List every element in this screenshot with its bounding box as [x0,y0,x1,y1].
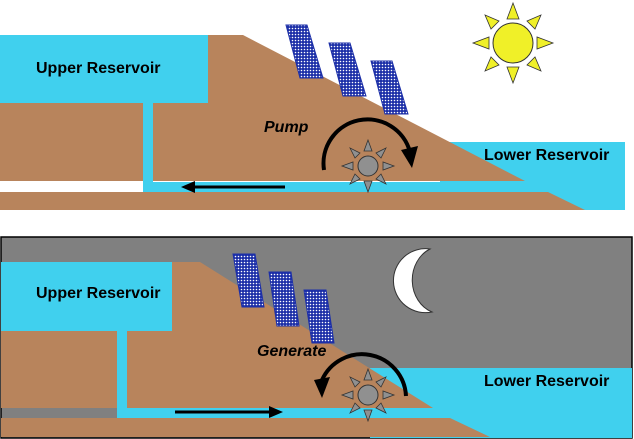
rotation-arrow-icon [321,117,412,171]
penstock-horizontal [143,182,543,192]
upper-reservoir-label: Upper Reservoir [36,60,161,77]
solar-panel [370,60,409,115]
penstock-vertical [117,331,127,418]
lower-reservoir-label: Lower Reservoir [484,147,609,164]
ground [0,35,525,181]
turbine-icon [341,139,395,193]
upper-reservoir-water [0,35,208,103]
mode-label: Generate [257,343,326,360]
mode-label: Pump [264,119,309,136]
solar-panel [303,289,335,344]
ground-base [0,192,585,210]
upper-reservoir-label: Upper Reservoir [36,285,161,302]
rotation-arrow-icon [320,352,408,397]
ground-base [1,418,490,437]
lower-reservoir-label: Lower Reservoir [484,373,609,390]
penstock-vertical [143,103,153,192]
solar-panel [268,271,300,327]
rotation-arrowhead-icon [401,146,418,168]
solar-panel [232,253,265,308]
moon-icon [392,248,434,314]
flow-arrowhead-icon [269,406,283,418]
rotation-arrowhead-icon [314,377,330,398]
day-panel: Upper Reservoir Lower Reservoir Pump [0,0,634,212]
night-panel: Upper Reservoir Lower Reservoir Generate [0,236,633,439]
flow-arrowhead-icon [181,181,195,193]
sun-icon [471,1,555,85]
solar-panel [328,42,367,97]
turbine-icon [341,368,395,422]
solar-panel [285,24,324,79]
upper-reservoir-water [1,262,172,331]
